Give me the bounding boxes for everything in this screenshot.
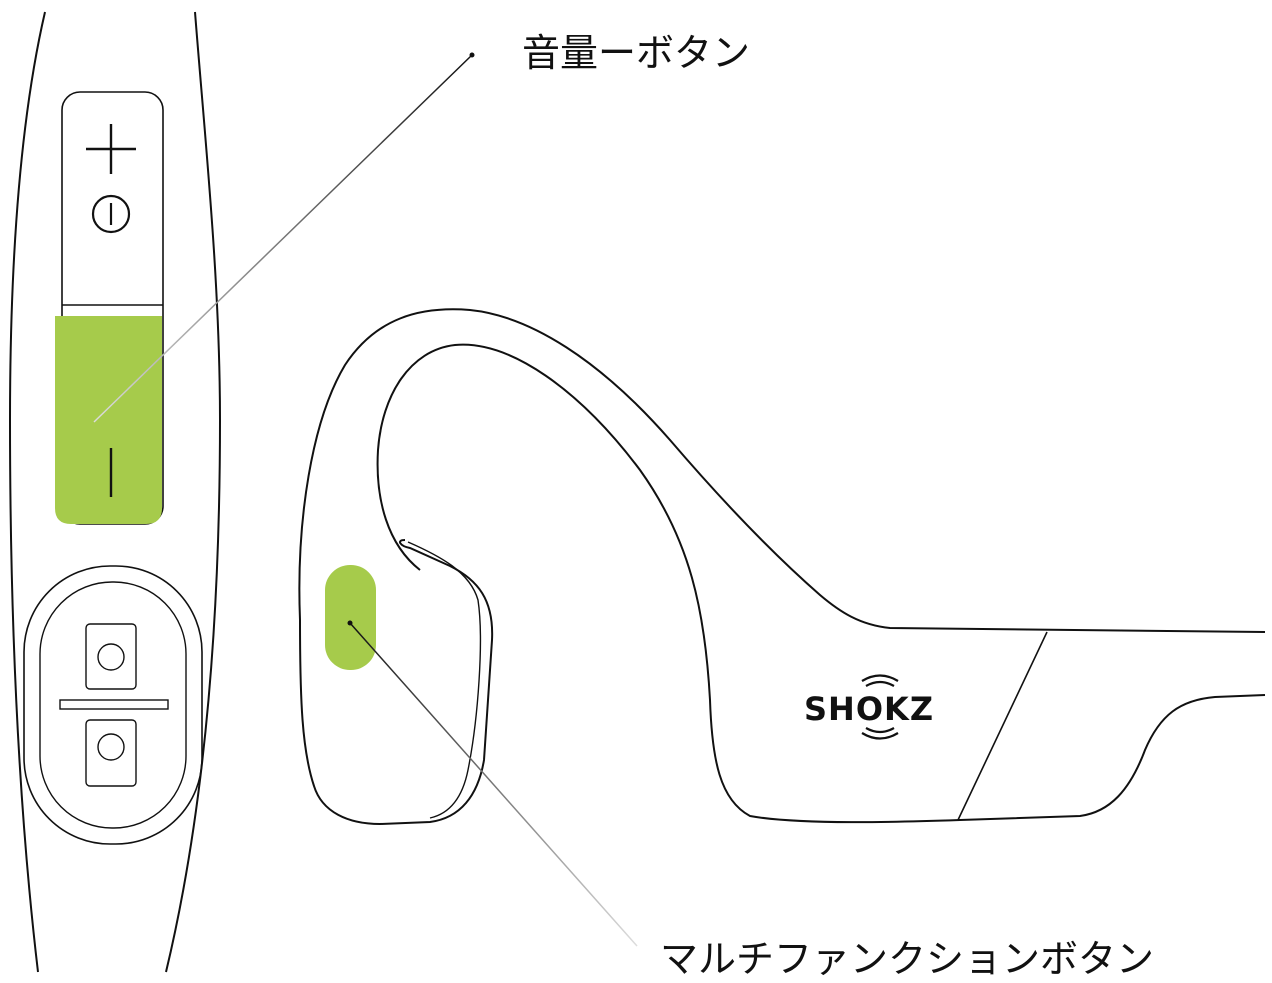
- volume-callout-dot: [469, 52, 475, 58]
- side-band-right-edge: [165, 11, 222, 973]
- plus-icon: [86, 124, 136, 174]
- multifunction-button[interactable]: [325, 565, 376, 670]
- charging-contact-icon: [59, 623, 169, 787]
- volume-button-label: 音量ーボタン: [522, 31, 751, 75]
- charging-port-inner: [39, 581, 187, 829]
- volume-callout-line: [93, 54, 473, 423]
- multi-callout-line: [349, 622, 638, 947]
- multifunction-button-label: マルチファンクションボタン: [660, 937, 1155, 981]
- multi-callout-dot: [347, 620, 353, 626]
- charging-port-outer: [23, 565, 203, 845]
- earpiece-outline: [298, 308, 1266, 633]
- logo-sound-wave-icon: [861, 674, 899, 740]
- side-band-left-edge: [8, 11, 46, 973]
- band-seam: [957, 631, 1048, 821]
- volume-minus-button[interactable]: [55, 316, 162, 524]
- power-icon: [91, 194, 131, 234]
- earpiece-body: [299, 539, 494, 826]
- brand-logo: SHOKZ: [804, 690, 935, 728]
- earhook-inner: [376, 343, 1266, 824]
- earpiece-inner-edge: [407, 541, 482, 819]
